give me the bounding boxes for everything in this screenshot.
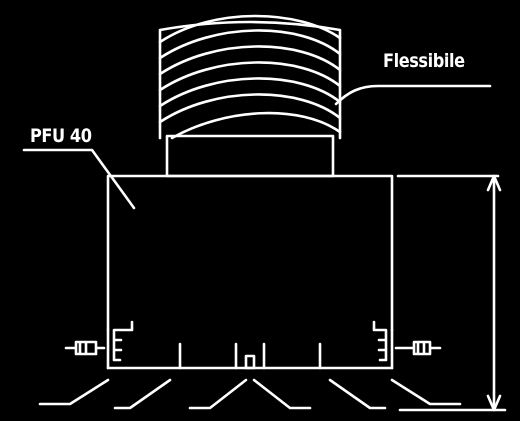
plenum-box — [106, 174, 394, 370]
left-clip — [106, 320, 134, 370]
pfu-label: PFU 40 — [30, 125, 92, 147]
left-screw — [64, 340, 106, 356]
blade-3 — [188, 378, 248, 410]
blade-1 — [38, 378, 110, 406]
blade-5 — [328, 378, 387, 410]
flessibile-leader — [334, 84, 492, 106]
right-screw — [394, 340, 442, 356]
height-dimension — [396, 174, 507, 412]
hose-corrugation-1 — [158, 14, 342, 44]
hose-corrugation-2 — [158, 29, 342, 60]
right-clip — [372, 320, 394, 370]
hose-corrugation-5 — [158, 77, 342, 108]
hose-corrugation-6 — [158, 93, 342, 124]
dimension-arrow-bottom — [486, 394, 502, 412]
dimension-arrow-top — [486, 174, 502, 192]
pfu-leader — [22, 148, 136, 210]
hose-corrugation-7 — [170, 111, 342, 140]
hose-corrugation-4 — [158, 61, 342, 92]
blade-4 — [252, 378, 312, 410]
center-block — [244, 354, 256, 370]
diffuser-blades — [38, 378, 462, 410]
blade-6 — [390, 378, 462, 406]
plenum-outline — [106, 174, 394, 332]
hose-collar — [165, 134, 335, 178]
flessibile-label: Flessibile — [383, 50, 465, 72]
hose-corrugation-3 — [158, 45, 342, 76]
blade-2 — [113, 378, 172, 410]
flexible-hose — [158, 14, 342, 140]
